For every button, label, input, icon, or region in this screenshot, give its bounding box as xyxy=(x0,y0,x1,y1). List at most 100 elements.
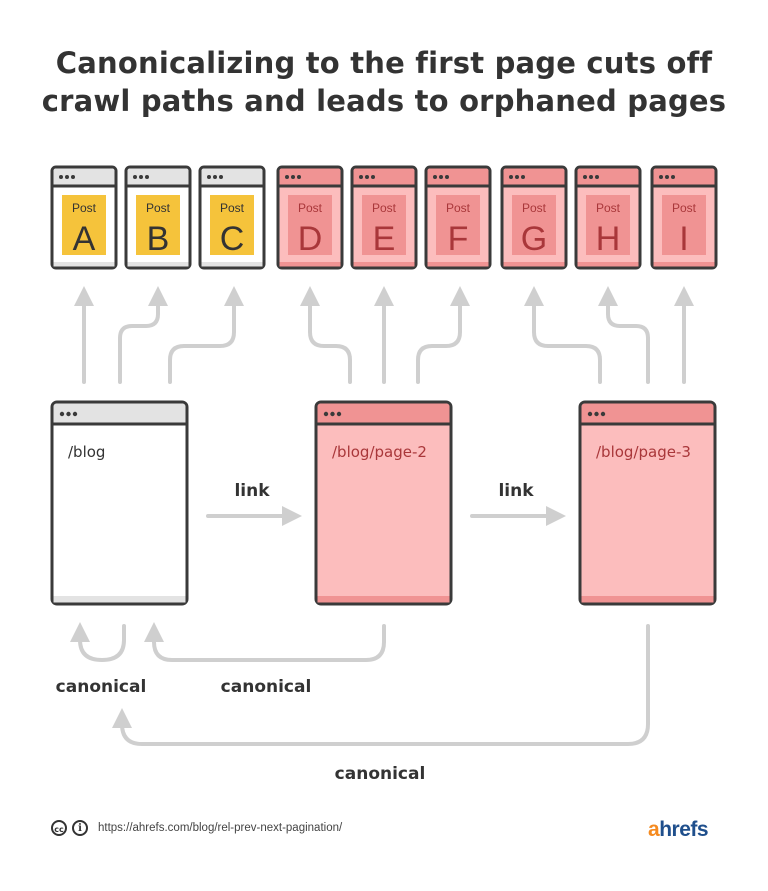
arrow-page3-to-post-g xyxy=(524,286,602,384)
post-content-block xyxy=(136,195,180,255)
post-cards: PostAPostBPostCPostDPostEPostFPostGPostH… xyxy=(50,165,718,270)
window-dot-icon xyxy=(65,175,69,179)
window-dot-icon xyxy=(213,175,217,179)
page-frame xyxy=(50,400,189,606)
blog-page-1: /blog xyxy=(50,400,189,606)
page-titlebar xyxy=(53,403,186,423)
post-letter: F xyxy=(448,220,469,258)
post-card-titlebar xyxy=(53,168,115,185)
window-dot-icon xyxy=(587,411,593,417)
window-dot-icon xyxy=(297,175,301,179)
window-dot-icon xyxy=(595,175,599,179)
page-path: /blog xyxy=(68,443,105,461)
post-card-titlebar xyxy=(653,168,715,185)
window-dot-icon xyxy=(515,175,519,179)
post-letter: B xyxy=(147,220,170,258)
page-frame xyxy=(578,400,717,606)
post-card-titlebar xyxy=(279,168,341,185)
post-card-titlebar xyxy=(201,168,263,185)
post-letter: C xyxy=(220,220,245,258)
post-card-titlebar xyxy=(503,168,565,185)
post-letter: I xyxy=(679,220,688,258)
post-letter: H xyxy=(596,220,621,258)
window-dot-icon xyxy=(207,175,211,179)
post-card-titlebar xyxy=(577,168,639,185)
arrow-page2-to-post-f xyxy=(416,286,470,384)
post-card-titlebar xyxy=(353,168,415,185)
blog-pages: /blog/blog/page-2/blog/page-3 xyxy=(50,400,717,606)
arrow-blog-to-post-b xyxy=(118,286,168,384)
link-label-1: link xyxy=(234,481,270,501)
post-word: Post xyxy=(522,201,547,215)
title-line-1: Canonicalizing to the first page cuts of… xyxy=(55,46,713,80)
info-icon: i xyxy=(72,820,88,836)
window-dot-icon xyxy=(359,175,363,179)
window-dot-icon xyxy=(291,175,295,179)
post-letter: E xyxy=(373,220,396,258)
post-word: Post xyxy=(596,201,621,215)
post-letter: G xyxy=(521,220,547,258)
crawl-arrows xyxy=(70,286,694,746)
post-word: Post xyxy=(672,201,697,215)
window-dot-icon xyxy=(659,175,663,179)
window-dot-icon xyxy=(336,411,342,417)
blog-page-2: /blog/page-2 xyxy=(314,400,453,606)
arrow-page3-to-post-h xyxy=(598,286,650,384)
post-content-block xyxy=(288,195,332,255)
canonical-arrow-page3 xyxy=(112,624,650,746)
post-content-block xyxy=(362,195,406,255)
post-card-titlebar xyxy=(127,168,189,185)
post-word: Post xyxy=(298,201,323,215)
window-dot-icon xyxy=(365,175,369,179)
diagram-title: Canonicalizing to the first page cuts of… xyxy=(0,44,768,120)
post-content-block xyxy=(586,195,630,255)
post-content-block xyxy=(436,195,480,255)
post-word: Post xyxy=(372,201,397,215)
window-dot-icon xyxy=(323,411,329,417)
post-letter: A xyxy=(73,220,96,258)
page-titlebar xyxy=(581,403,714,423)
window-dot-icon xyxy=(145,175,149,179)
page-frame xyxy=(314,400,453,606)
window-dot-icon xyxy=(59,411,65,417)
window-dot-icon xyxy=(285,175,289,179)
window-dot-icon xyxy=(439,175,443,179)
post-content-block xyxy=(62,195,106,255)
canonical-label-2: canonical xyxy=(221,677,312,697)
ahrefs-logo: ahrefs xyxy=(648,818,709,841)
window-dot-icon xyxy=(72,411,78,417)
canonical-label-3: canonical xyxy=(335,764,426,784)
canonical-arrow-self xyxy=(70,622,126,662)
page-titlebar xyxy=(317,403,450,423)
post-letter: D xyxy=(298,220,323,258)
canonical-label-1: canonical xyxy=(56,677,147,697)
window-dot-icon xyxy=(371,175,375,179)
window-dot-icon xyxy=(594,411,599,417)
window-dot-icon xyxy=(330,411,335,417)
window-dot-icon xyxy=(139,175,143,179)
page-path: /blog/page-2 xyxy=(332,443,427,461)
post-content-block xyxy=(662,195,706,255)
window-dot-icon xyxy=(433,175,437,179)
window-dot-icon xyxy=(133,175,137,179)
window-dot-icon xyxy=(583,175,587,179)
window-dot-icon xyxy=(219,175,223,179)
page-path: /blog/page-3 xyxy=(596,443,691,461)
post-content-block xyxy=(210,195,254,255)
source-url[interactable]: https://ahrefs.com/blog/rel-prev-next-pa… xyxy=(98,822,343,834)
link-label-2: link xyxy=(498,481,534,501)
window-dot-icon xyxy=(59,175,63,179)
window-dot-icon xyxy=(66,411,71,417)
post-word: Post xyxy=(446,201,471,215)
window-dot-icon xyxy=(600,411,606,417)
post-word: Post xyxy=(146,201,171,215)
blog-page-3: /blog/page-3 xyxy=(578,400,717,606)
cc-icon: cc xyxy=(51,820,67,836)
